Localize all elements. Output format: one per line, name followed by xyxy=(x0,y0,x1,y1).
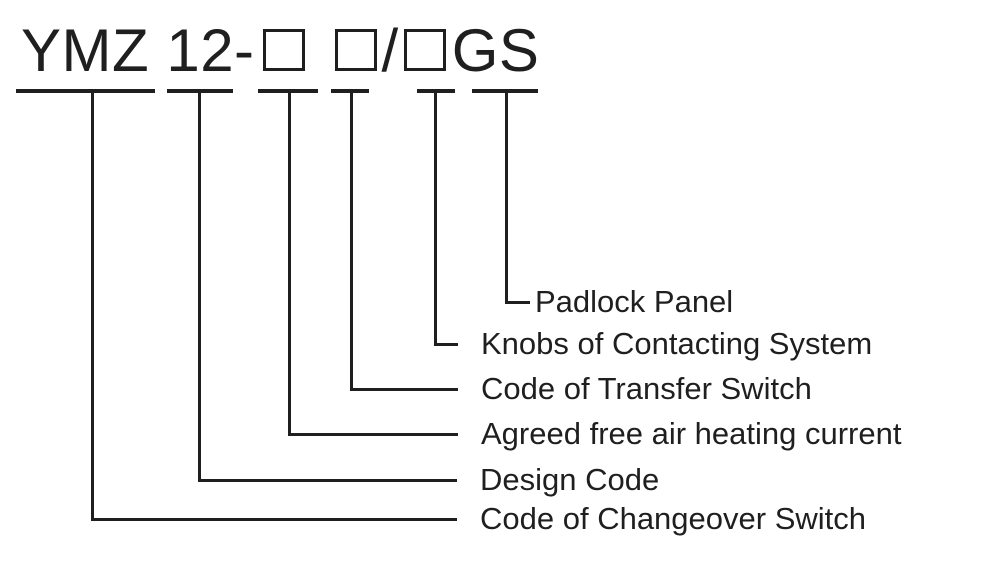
branch-hline-knobs xyxy=(434,343,458,346)
branch-label-changeover-switch: Code of Changeover Switch xyxy=(480,501,867,536)
branch-label-transfer-switch: Code of Transfer Switch xyxy=(481,371,812,406)
branch-hline-heating-current xyxy=(288,433,458,436)
branch-vline-design-code xyxy=(198,89,201,482)
branch-label-knobs: Knobs of Contacting System xyxy=(481,326,873,361)
model-code: YMZ 12-/GS xyxy=(21,21,539,81)
branch-label-padlock-panel: Padlock Panel xyxy=(535,284,734,319)
branch-hline-padlock-panel xyxy=(505,301,530,304)
branch-vline-changeover-switch xyxy=(91,89,94,521)
branch-vline-knobs xyxy=(434,89,437,346)
branch-hline-changeover-switch xyxy=(91,518,457,521)
branch-hline-design-code xyxy=(198,479,457,482)
branch-vline-heating-current xyxy=(288,89,291,436)
model-code-suffix: GS xyxy=(451,17,540,84)
model-code-slash: / xyxy=(381,17,399,84)
branch-label-heating-current: Agreed free air heating current xyxy=(481,416,902,451)
branch-label-design-code: Design Code xyxy=(480,462,660,497)
branch-hline-transfer-switch xyxy=(350,388,458,391)
blank-box-icon xyxy=(334,29,377,71)
model-code-prefix: YMZ 12- xyxy=(21,17,255,84)
blank-box-icon xyxy=(403,29,446,71)
branch-vline-transfer-switch xyxy=(350,89,353,391)
branch-vline-padlock-panel xyxy=(505,89,508,304)
underline-ymz xyxy=(16,89,155,93)
blank-box-icon xyxy=(262,29,305,71)
